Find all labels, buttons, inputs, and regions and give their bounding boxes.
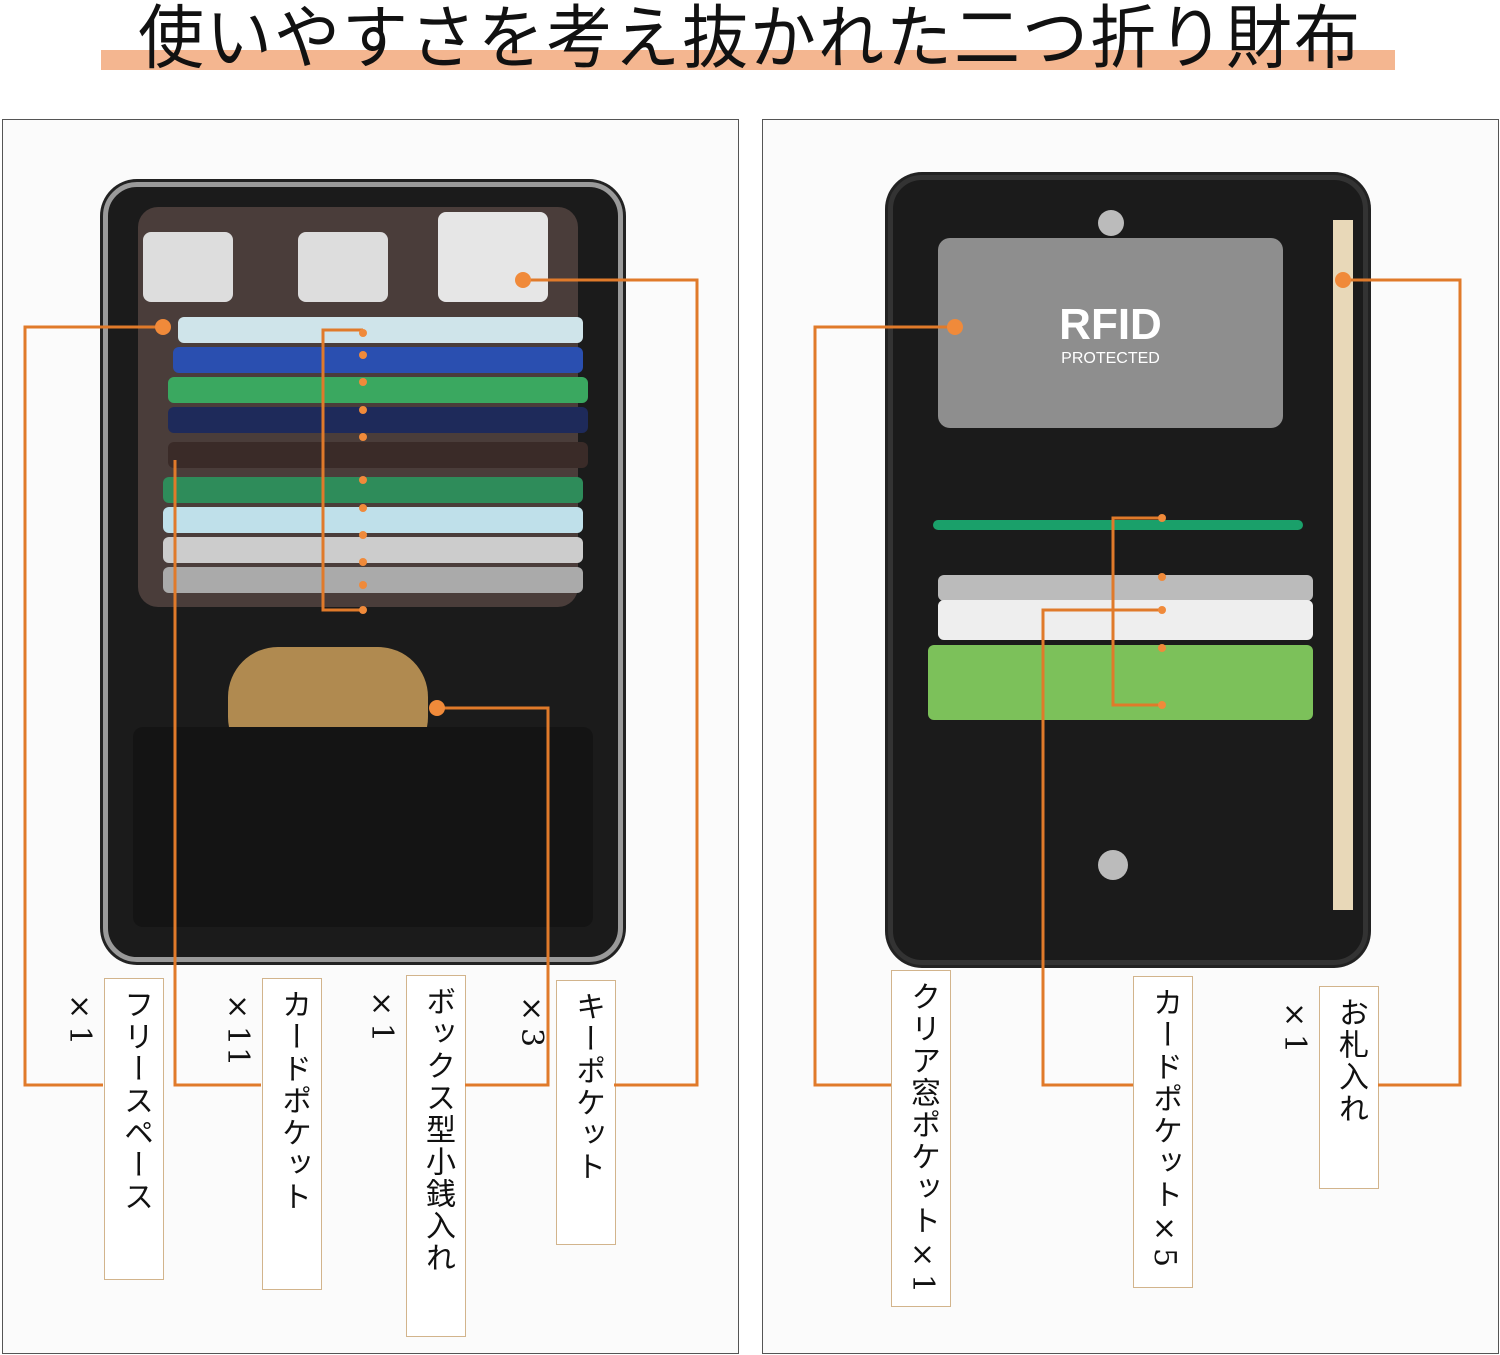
- right-panel: RFID PROTECTED クリア窓ポケット×1 カードポケット×5 お札入れ…: [762, 119, 1499, 1354]
- page-title: 使いやすさを考え抜かれた二つ折り財布: [138, 0, 1362, 79]
- open-wallet-image: [103, 182, 623, 962]
- bifold-wallet-image: RFID PROTECTED: [888, 175, 1368, 965]
- rfid-sub: PROTECTED: [1061, 350, 1160, 367]
- title-underline: [101, 50, 1395, 70]
- label-card-pocket-11: カードポケット×11: [220, 978, 322, 1290]
- label-coin-box: ボックス型小銭入れ×1: [364, 975, 466, 1337]
- label-clear-window-pocket: クリア窓ポケット×1: [891, 970, 951, 1307]
- label-card-pocket-5: カードポケット×5: [1133, 976, 1193, 1288]
- rfid-window: RFID PROTECTED: [938, 238, 1283, 428]
- label-key-pocket: キーポケット×3: [514, 980, 616, 1245]
- label-bill-compartment: お札入れ×1: [1277, 986, 1379, 1189]
- rfid-text: RFID: [1059, 300, 1162, 349]
- label-free-space: フリースペース×1: [62, 978, 164, 1280]
- left-panel: フリースペース×1 カードポケット×11 ボックス型小銭入れ×1 キーポケット×…: [2, 119, 739, 1354]
